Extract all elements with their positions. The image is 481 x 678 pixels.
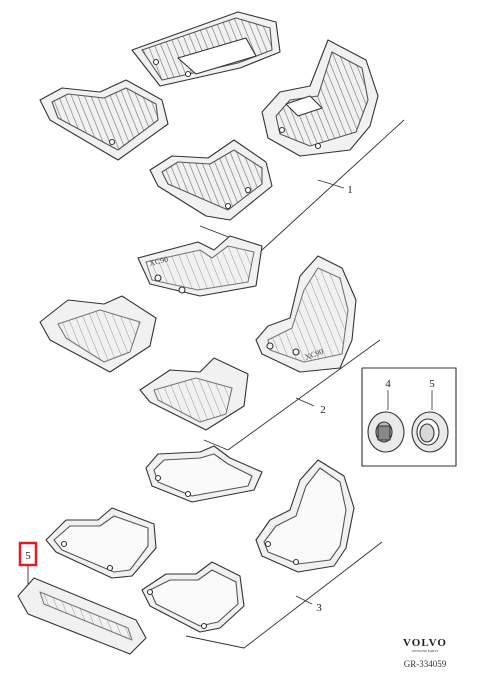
clip-label-4: 4 bbox=[385, 378, 391, 390]
clip-detail-box bbox=[361, 367, 457, 467]
clip-part-5 bbox=[411, 411, 449, 453]
set-callout-2: 2 bbox=[320, 404, 326, 416]
set3-bracket bbox=[185, 541, 383, 649]
set3-rear-right-mat bbox=[145, 445, 263, 503]
volvo-logo: VOLVO bbox=[403, 637, 447, 649]
set3-leader bbox=[295, 595, 313, 605]
set2-front-right-mat: XC90 bbox=[255, 255, 357, 373]
set3-rear-left-mat bbox=[45, 507, 157, 579]
volvo-logo-sub: GENUINE PARTS bbox=[412, 649, 439, 653]
set2-front-left-mat bbox=[139, 357, 249, 431]
set3-front-left-mat bbox=[141, 561, 245, 633]
set-callout-3: 3 bbox=[316, 602, 322, 614]
set-callout-1: 1 bbox=[347, 184, 353, 196]
set2-leader bbox=[295, 397, 315, 407]
clip-label-5: 5 bbox=[429, 378, 435, 390]
mat-set-1 bbox=[39, 11, 405, 251]
callout-layer: 1 2 3 bbox=[316, 184, 353, 614]
set1-front-left-mat bbox=[149, 139, 273, 221]
svg-text:XC90: XC90 bbox=[148, 255, 169, 268]
clip-part-4 bbox=[367, 411, 405, 453]
set1-front-right-mat bbox=[261, 39, 379, 157]
branding: VOLVO GENUINE PARTS GR-334059 bbox=[403, 637, 447, 669]
set2-rear-left-mat bbox=[39, 295, 157, 373]
set3-front-right-mat bbox=[255, 459, 355, 573]
set3-tunnel-mat bbox=[17, 577, 147, 655]
set1-rear-right-mat bbox=[131, 11, 281, 87]
set2-bracket bbox=[203, 339, 381, 451]
set2-rear-right-mat: XC90 bbox=[137, 235, 263, 297]
highlight-label: 5 bbox=[25, 550, 31, 562]
part-number: GR-334059 bbox=[404, 659, 447, 669]
set1-rear-left-mat bbox=[39, 79, 169, 161]
set1-bracket bbox=[199, 119, 405, 251]
mat-set-3 bbox=[17, 445, 383, 655]
highlight-box bbox=[18, 541, 38, 567]
mat-set-2: XC90 XC90 bbox=[39, 235, 381, 451]
set1-leader bbox=[317, 179, 345, 189]
